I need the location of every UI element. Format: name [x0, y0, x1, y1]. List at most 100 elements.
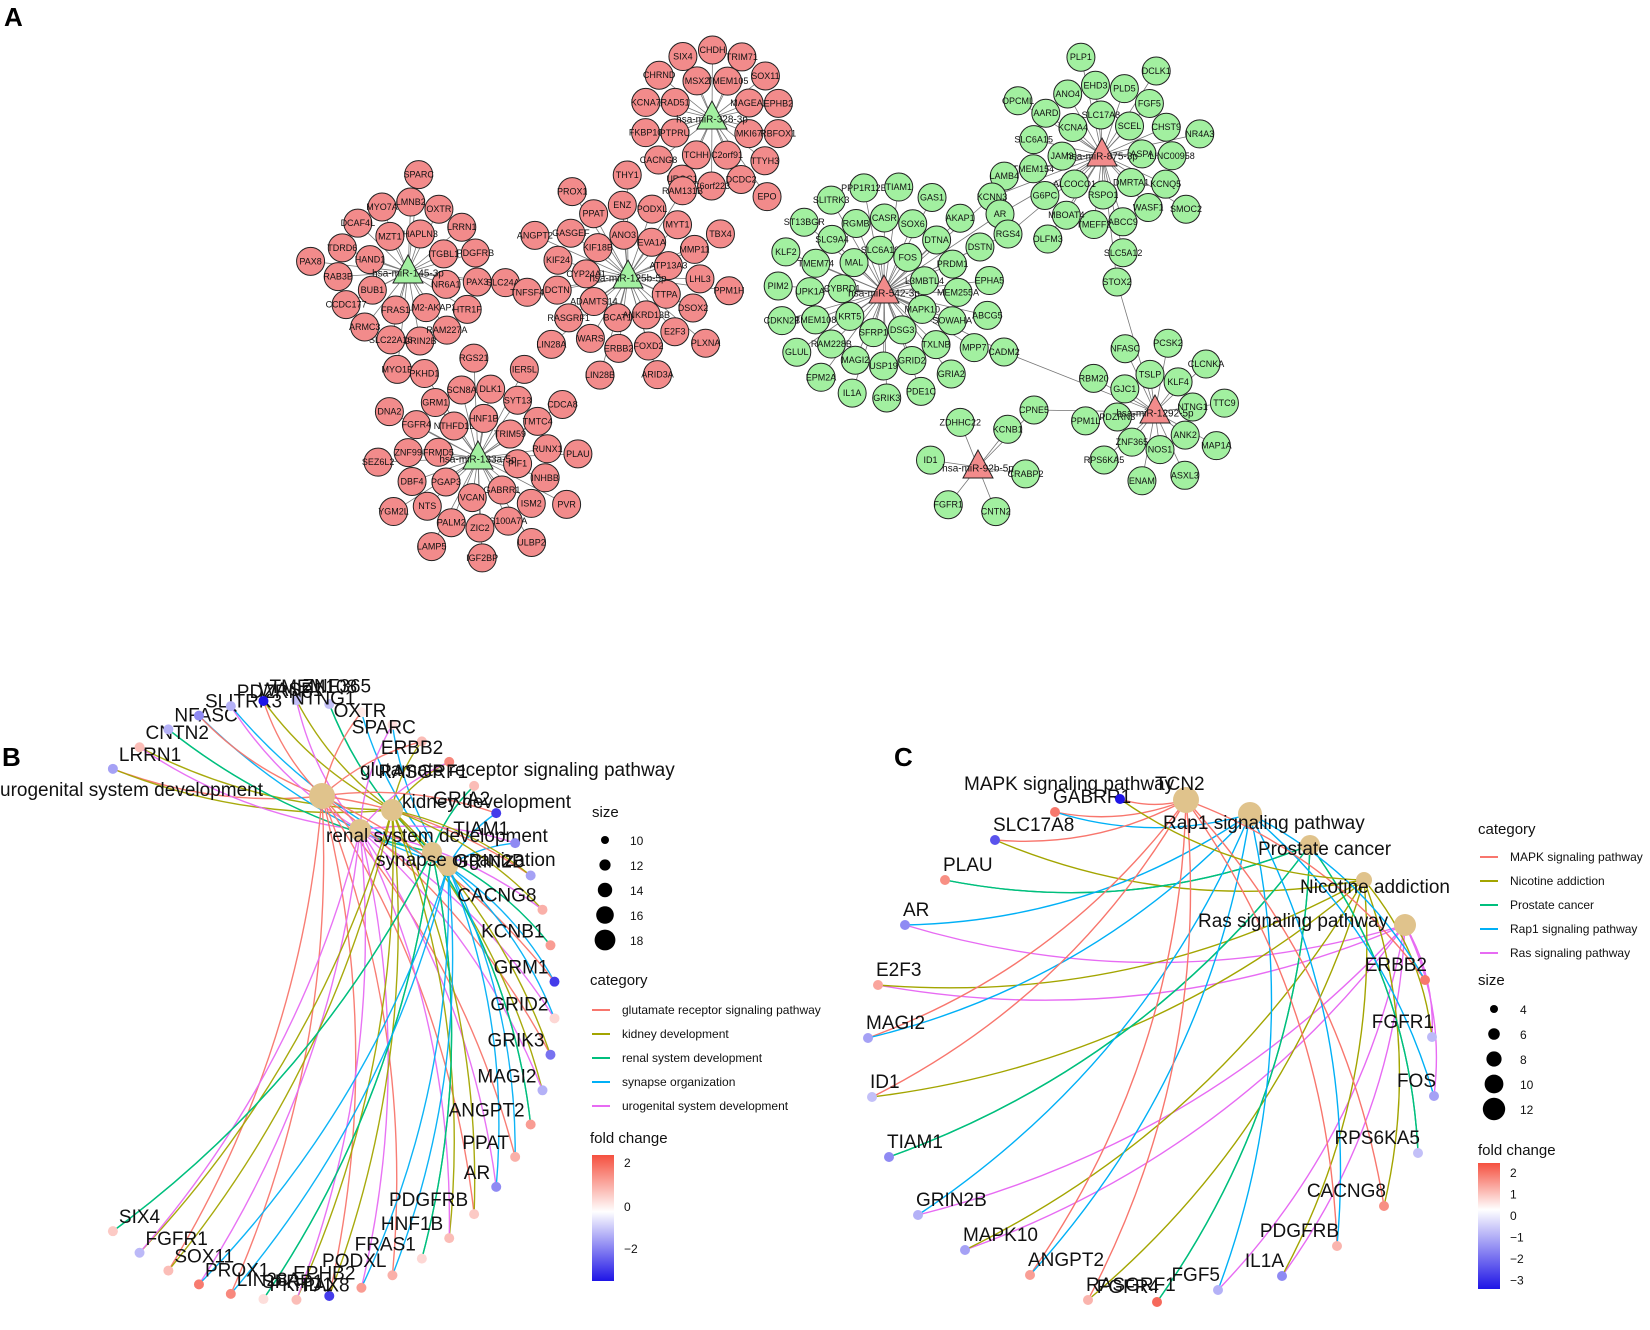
gene-node-label: AARD — [1033, 108, 1059, 118]
gene-node-stox2 — [1102, 267, 1132, 297]
legend-category-label: synapse organization — [622, 1075, 735, 1089]
gene-node-label: IL1A — [843, 388, 862, 398]
cnet-edge — [867, 813, 1251, 1039]
gene-node-nos1 — [1145, 435, 1175, 465]
legend-category-label: Ras signaling pathway — [1510, 946, 1630, 960]
gene-node-label: ANO3 — [612, 230, 637, 240]
gene-node-label: CASR — [872, 213, 898, 223]
gene-node-tmem108 — [258, 695, 269, 706]
edge — [883, 186, 900, 293]
gene-node-wars — [575, 323, 605, 353]
gene-node-id1 — [915, 445, 945, 475]
gene-node-label: ANO4 — [1055, 89, 1080, 99]
cnet-edge — [359, 829, 497, 1187]
cnet-edge — [871, 799, 1187, 1098]
gene-node-oxtr — [387, 719, 398, 730]
gene-node-label: GRIK3 — [873, 393, 900, 403]
gene-node-fras1 — [381, 295, 411, 325]
gene-node-label: GAS1 — [920, 193, 944, 203]
gene-node-tmem105 — [713, 66, 743, 96]
gene-label: PKHD1 — [269, 1275, 332, 1296]
gene-node-lhl3 — [685, 264, 715, 294]
gene-node-chdh — [697, 35, 727, 65]
gene-node-label: GRIN2B — [403, 336, 437, 346]
gene-node-sparc — [416, 736, 427, 747]
gene-node-label: LAMB4 — [989, 171, 1019, 181]
gene-node-e2f3 — [873, 980, 883, 990]
edge — [627, 276, 730, 292]
gene-label: PLAU — [943, 855, 993, 876]
gene-node-label: ULBP2 — [517, 537, 546, 547]
cnet-edge — [888, 844, 1311, 1158]
gene-label: TIAM1 — [887, 1132, 943, 1153]
gene-label: AR — [464, 1163, 490, 1184]
gene-node-opcml — [1003, 86, 1033, 116]
gene-node-chrnd — [644, 60, 674, 90]
gene-node-msx2 — [682, 66, 712, 96]
cnet-edge — [1029, 813, 1251, 1276]
legend-category-label: renal system development — [622, 1051, 763, 1065]
panel-label-b: B — [2, 742, 21, 772]
gene-node-angpt2 — [1025, 1270, 1035, 1280]
gene-node-ano4 — [1053, 79, 1083, 109]
gene-node-label: DCLK1 — [1142, 66, 1171, 76]
legend-size-dot — [1488, 1028, 1500, 1040]
gene-node-label: G6PC — [1033, 191, 1058, 201]
gene-node-rasgrf1 — [554, 303, 584, 333]
gene-node-ram131b — [667, 176, 697, 206]
gene-label: CACNG8 — [457, 886, 536, 907]
gene-node-label: RGMB — [843, 218, 870, 228]
edge — [820, 291, 885, 378]
gene-label: HNF1B — [381, 1214, 443, 1235]
gene-node-label: CCDC177 — [326, 300, 367, 310]
gene-node-label: LAMP5 — [417, 542, 447, 552]
gene-node-pld5 — [1109, 74, 1139, 104]
gene-node-label: SYT13 — [504, 395, 532, 405]
gene-node-fras1 — [416, 1253, 427, 1264]
gene-node-scn8a — [447, 375, 477, 405]
cnet-edge — [167, 809, 393, 1272]
gene-node-magi2 — [863, 1033, 873, 1043]
gene-node-slc22a16 — [376, 325, 406, 355]
cnet-edge — [139, 746, 361, 831]
cnet-edge — [359, 724, 394, 831]
gene-node-label: LIN28A — [536, 339, 566, 349]
gene-label: CACNG8 — [1307, 1181, 1386, 1202]
cnet-edge — [230, 865, 449, 1295]
gene-node-label: VCAN — [460, 493, 485, 503]
gene-node-dctn — [542, 275, 572, 305]
cnet-edge — [1054, 811, 1251, 829]
gene-node-lmnb2 — [396, 187, 426, 217]
gene-node-dsg3 — [887, 315, 917, 345]
gene-node-label: ABCG5 — [972, 310, 1003, 320]
gene-node-ppp1r12b — [849, 173, 879, 203]
gene-node-label: HNF1B — [469, 413, 499, 423]
edge — [883, 291, 888, 398]
gene-node-ram227a — [432, 315, 462, 345]
gene-node-jam3 — [1047, 141, 1077, 171]
gene-node-label: TXLNB — [922, 340, 951, 350]
cnet-edge — [321, 791, 497, 814]
gene-node-label: WASF1 — [1133, 203, 1164, 213]
gene-node-label: NTS — [418, 501, 436, 511]
gene-node-label: MBOAT4 — [1048, 210, 1084, 220]
gene-node-label: SLC17A8 — [1082, 110, 1121, 120]
gene-node-oxtr — [424, 194, 454, 224]
gene-node-label: CDKN2B — [764, 316, 801, 326]
gene-label: ERBB2 — [1365, 955, 1427, 976]
gene-node-ar — [491, 1181, 502, 1192]
gene-node-label: CHST9 — [1152, 122, 1182, 132]
gene-node-label: KLF4 — [1167, 377, 1189, 387]
legend-size-label: 10 — [630, 834, 644, 848]
gene-node-label: IER5L — [512, 364, 537, 374]
gene-node-grin2b — [913, 1210, 923, 1220]
gene-node-label: HAPLN3 — [403, 229, 438, 239]
gene-node-label: SPARC — [404, 170, 435, 180]
gene-node-label: BCAT1 — [603, 313, 631, 323]
cnet-edge — [167, 795, 323, 1271]
gene-node-grik3 — [545, 1049, 556, 1060]
gene-node-label: FOXD2 — [633, 341, 663, 351]
gene-node-label: ZNF365 — [1116, 437, 1149, 447]
gene-node-label: FRMD5 — [423, 447, 454, 457]
